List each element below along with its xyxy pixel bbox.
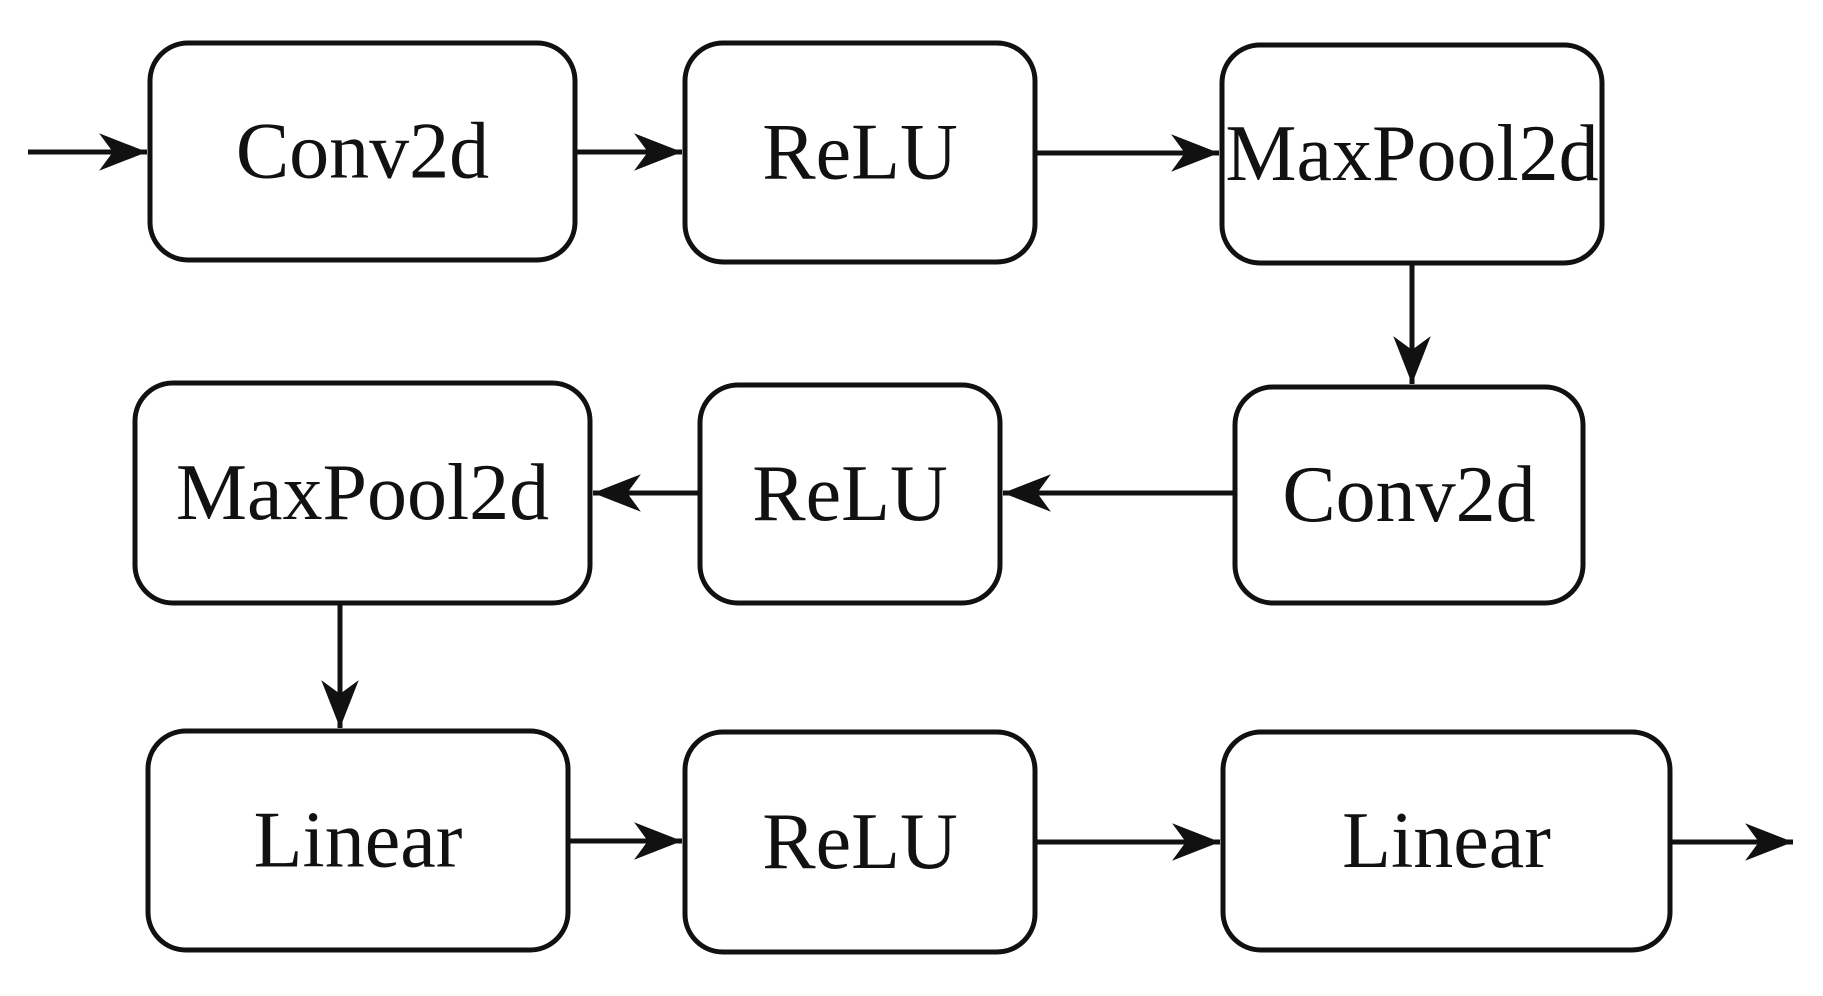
node-label-relu-3: ReLU [762, 798, 958, 886]
node-box-linear-1 [145, 728, 571, 953]
node-box-relu-2 [697, 382, 1003, 606]
node-box-relu-1 [682, 40, 1038, 265]
node-maxpool2d-2: MaxPool2d [132, 380, 593, 606]
node-label-conv2d-2: Conv2d [1282, 451, 1535, 539]
node-label-maxpool2d-2: MaxPool2d [176, 449, 549, 537]
edges-layer [28, 133, 1793, 861]
node-label-conv2d-1: Conv2d [236, 108, 489, 196]
node-box-maxpool2d-2 [132, 380, 593, 606]
node-box-relu-3 [682, 729, 1038, 955]
node-label-maxpool2d-1: MaxPool2d [1225, 110, 1598, 198]
node-linear-2: Linear [1220, 729, 1673, 953]
node-label-linear-1: Linear [254, 797, 463, 885]
node-box-conv2d-2 [1232, 384, 1586, 606]
node-relu-2: ReLU [697, 382, 1003, 606]
node-linear-1: Linear [145, 728, 571, 953]
node-relu-3: ReLU [682, 729, 1038, 955]
node-box-conv2d-1 [147, 40, 578, 263]
node-label-relu-1: ReLU [762, 109, 958, 197]
node-conv2d-1: Conv2d [147, 40, 578, 263]
node-box-linear-2 [1220, 729, 1673, 953]
node-relu-1: ReLU [682, 40, 1038, 265]
node-label-linear-2: Linear [1342, 797, 1551, 885]
node-box-maxpool2d-1 [1219, 42, 1605, 266]
node-maxpool2d-1: MaxPool2d [1219, 42, 1605, 266]
node-conv2d-2: Conv2d [1232, 384, 1586, 606]
node-label-relu-2: ReLU [752, 450, 948, 538]
